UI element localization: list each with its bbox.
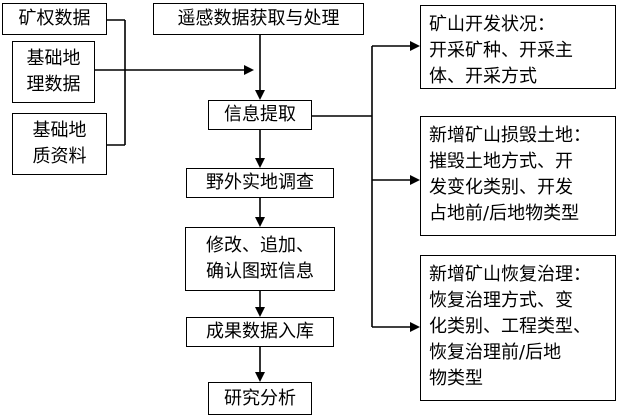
mining-rights-box: 矿权数据 <box>2 3 107 35</box>
basic-geo-data-line-1: 基础地 <box>26 48 81 69</box>
info-extraction-label: 信息提取 <box>224 104 296 125</box>
info-extraction-box: 信息提取 <box>208 100 312 130</box>
remote-sensing-box: 遥感数据获取与处理 <box>153 3 364 35</box>
modify-confirm-box: 修改、追加、 确认图斑信息 <box>185 227 335 291</box>
modify-line-2: 确认图斑信息 <box>206 261 314 282</box>
arrow-mining-status <box>410 41 420 51</box>
basic-geo-data-box: 基础地 理数据 <box>12 41 95 103</box>
mining-rights-label: 矿权数据 <box>18 8 91 29</box>
field-survey-box: 野外实地调查 <box>186 168 334 198</box>
field-survey-label: 野外实地调查 <box>206 172 314 193</box>
database-box: 成果数据入库 <box>186 317 334 347</box>
damaged-land-line-4: 占地前/后地物类型 <box>429 203 580 224</box>
modify-line-1: 修改、追加、 <box>206 235 314 256</box>
restoration-line-2: 恢复治理方式、变 <box>429 290 573 311</box>
basic-geology-line-1: 基础地 <box>32 120 87 141</box>
arrow-to-db <box>255 307 265 317</box>
arrow-restoration <box>410 322 420 332</box>
database-label: 成果数据入库 <box>206 321 314 342</box>
damaged-land-box: 新增矿山损毁土地： 摧毁土地方式、开 发变化类别、开发 占地前/后地物类型 <box>420 116 616 236</box>
analysis-label: 研究分析 <box>224 387 296 409</box>
arrow-to-modify <box>255 217 265 227</box>
restoration-box: 新增矿山恢复治理： 恢复治理方式、变 化类别、工程类型、 恢复治理前/后地 物类… <box>420 255 616 401</box>
remote-sensing-label: 遥感数据获取与处理 <box>177 8 340 29</box>
restoration-line-3: 化类别、工程类型、 <box>429 316 591 337</box>
damaged-land-line-1: 新增矿山损毁土地： <box>429 125 591 146</box>
arrow-to-survey <box>255 158 265 168</box>
restoration-line-5: 物类型 <box>429 368 483 389</box>
arrow-to-extract <box>255 90 265 100</box>
restoration-line-1: 新增矿山恢复治理： <box>429 264 591 285</box>
mining-status-box: 矿山开发状况： 开采矿种、开采主 体、开采方式 <box>420 5 616 89</box>
basic-geo-data-line-2: 理数据 <box>26 74 81 95</box>
mining-status-line-2: 开采矿种、开采主 <box>429 40 573 61</box>
damaged-land-line-3: 发变化类别、开发 <box>429 177 573 198</box>
basic-geology-box: 基础地 质资料 <box>12 113 107 175</box>
analysis-box: 研究分析 <box>208 382 312 415</box>
mining-status-line-3: 体、开采方式 <box>429 66 537 87</box>
arrow-inputs <box>244 65 254 75</box>
mining-status-line-1: 矿山开发状况： <box>429 14 555 35</box>
damaged-land-line-2: 摧毁土地方式、开 <box>429 151 573 172</box>
restoration-line-4: 恢复治理前/后地 <box>429 342 562 363</box>
arrow-to-analysis <box>255 372 265 382</box>
arrow-damaged-land <box>410 175 420 185</box>
basic-geology-line-2: 质资料 <box>32 146 87 167</box>
